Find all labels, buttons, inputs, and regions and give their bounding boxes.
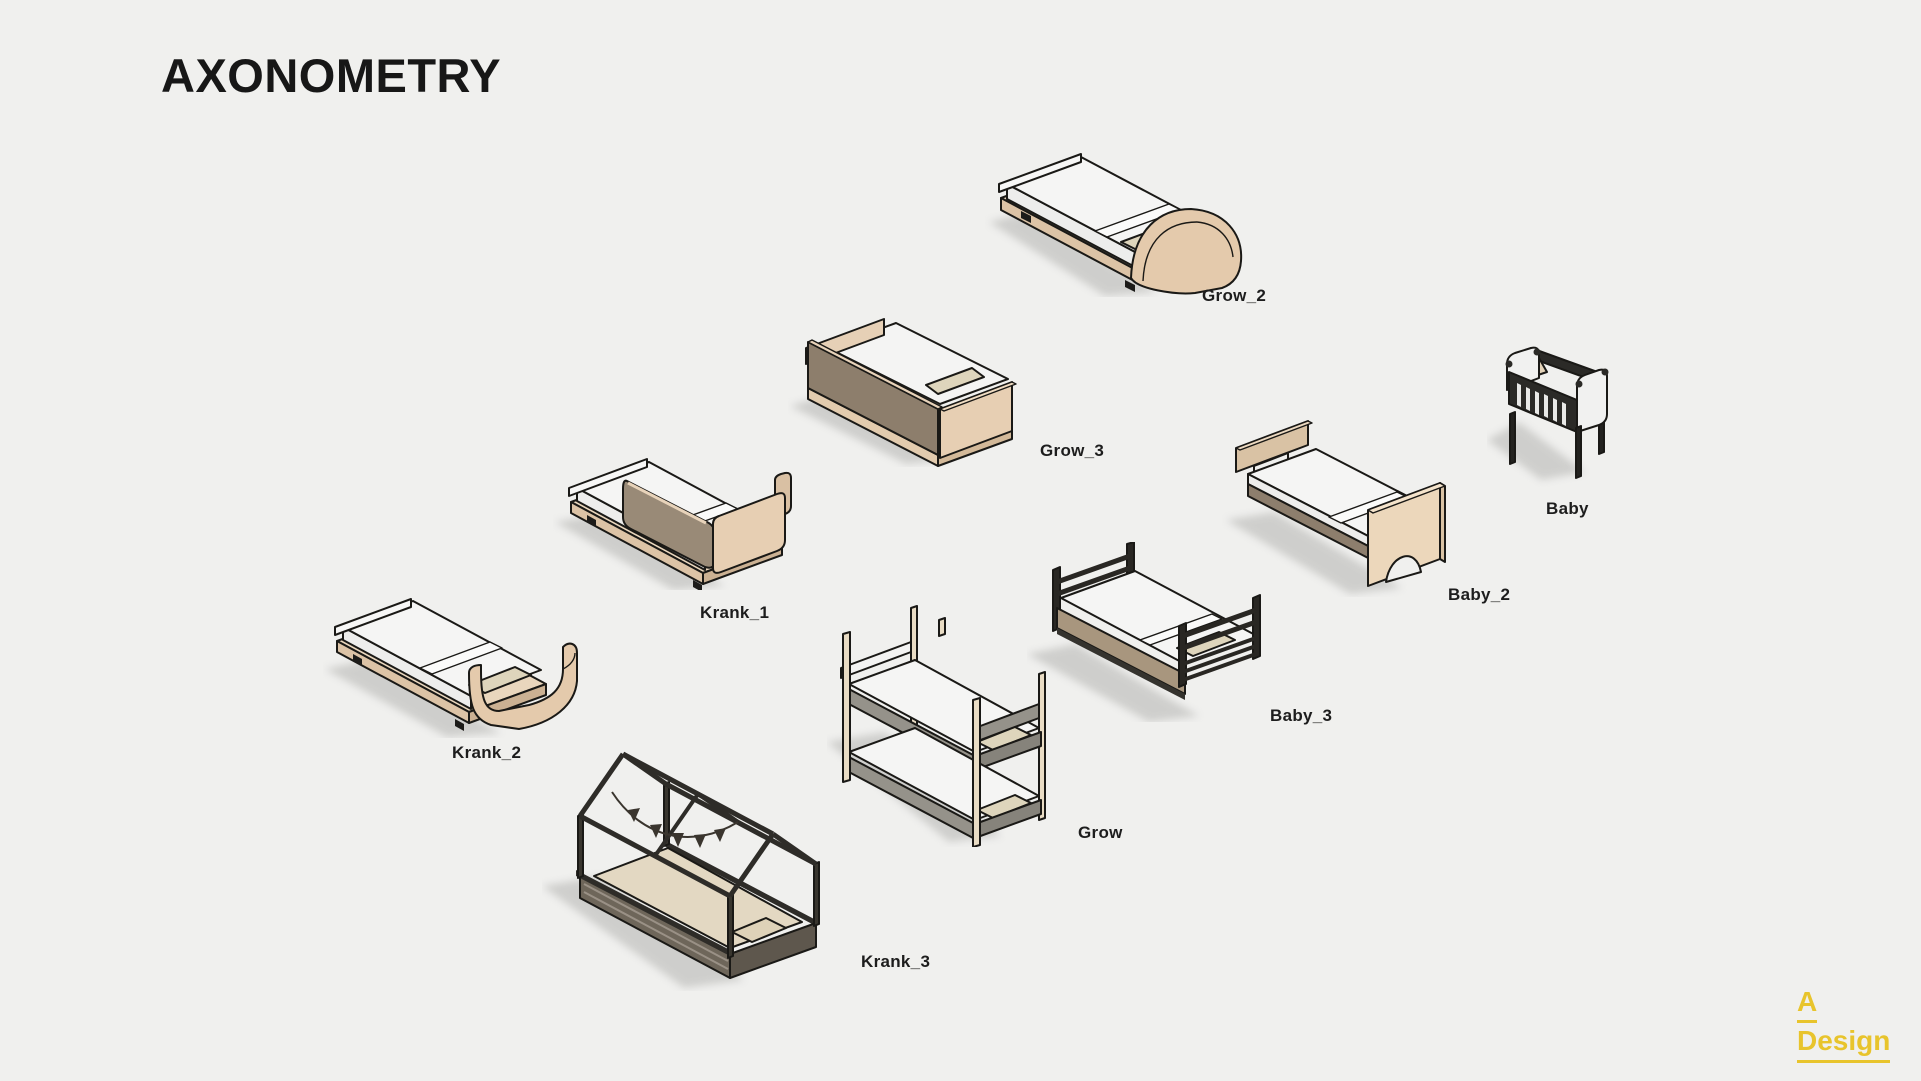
grow-3-label: Grow_3	[1040, 441, 1105, 460]
brand-line-1[interactable]: A	[1797, 984, 1818, 1024]
brand-line-2[interactable]: Design	[1797, 1023, 1891, 1063]
baby-label: Baby	[1546, 499, 1589, 518]
bed-krank-3	[542, 726, 857, 991]
bed-krank-1	[553, 418, 833, 590]
grow-2-bed-drawing	[989, 153, 1243, 296]
krank-2-bed-drawing	[325, 598, 578, 737]
bed-baby	[1487, 322, 1627, 487]
krank-2-label: Krank_2	[452, 743, 522, 762]
bed-baby-2	[1222, 412, 1462, 597]
baby-2-bed-drawing	[1226, 420, 1446, 594]
baby-crib-drawing	[1487, 346, 1609, 480]
bed-grow-3	[788, 292, 1063, 467]
krank-1-bed-drawing	[555, 458, 792, 590]
krank-1-label: Krank_1	[700, 603, 770, 622]
bed-baby-3	[1027, 542, 1282, 722]
krank-3-house-bed-drawing	[542, 751, 820, 988]
grow-label: Grow	[1078, 823, 1123, 842]
krank-3-label: Krank_3	[861, 952, 931, 971]
brand-logo[interactable]: A Design	[1797, 984, 1891, 1063]
bed-grow	[827, 592, 1087, 847]
page-title: AXONOMETRY	[161, 49, 502, 103]
bed-grow-2	[985, 112, 1260, 297]
grow-2-label: Grow_2	[1202, 286, 1267, 305]
grow-3-bed-drawing	[790, 318, 1017, 467]
grow-bunk-bed-drawing	[827, 605, 1046, 847]
baby-2-label: Baby_2	[1448, 585, 1511, 604]
bed-krank-2	[323, 553, 608, 738]
baby-3-label: Baby_3	[1270, 706, 1333, 725]
baby-3-bed-drawing	[1027, 542, 1261, 722]
